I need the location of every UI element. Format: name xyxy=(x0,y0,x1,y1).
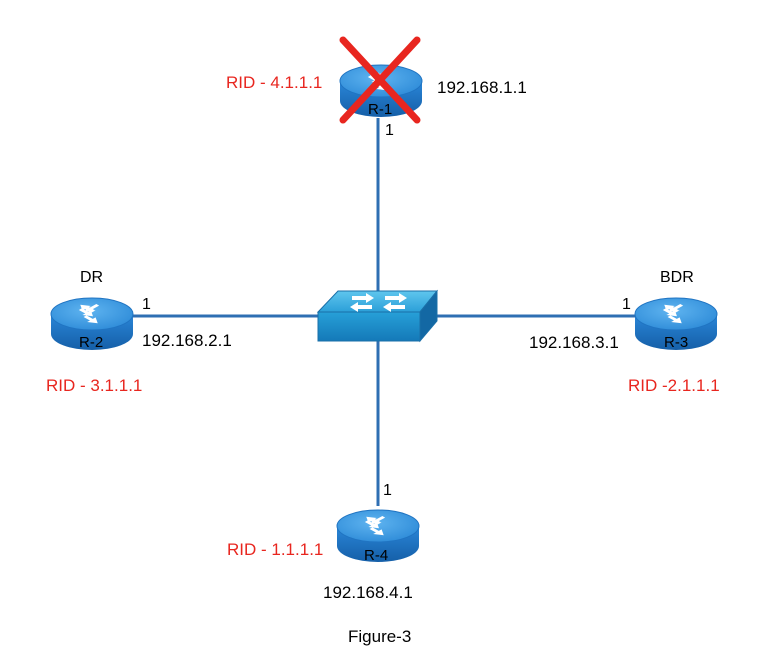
links xyxy=(133,118,635,506)
router-r2-role: DR xyxy=(80,269,104,286)
router-r1-rid: RID - 4.1.1.1 xyxy=(226,73,323,92)
router-r3-ip: 192.168.3.1 xyxy=(529,333,619,352)
failed-x-icon xyxy=(339,36,421,124)
router-r4-rid: RID - 1.1.1.1 xyxy=(227,540,324,559)
router-r2-name: R-2 xyxy=(79,334,104,351)
router-r3-role: BDR xyxy=(660,269,694,286)
router-r3-rid: RID -2.1.1.1 xyxy=(628,376,720,395)
router-r1-name: R-1 xyxy=(368,101,393,118)
router-r2-rid: RID - 3.1.1.1 xyxy=(46,376,143,395)
router-r3-name: R-3 xyxy=(664,334,689,351)
router-r2-port: 1 xyxy=(142,296,151,313)
router-r2-icon xyxy=(50,297,134,350)
router-r2-ip: 192.168.2.1 xyxy=(142,331,232,350)
router-r4-port: 1 xyxy=(383,482,392,499)
router-r4-name: R-4 xyxy=(364,547,389,564)
router-r3-port: 1 xyxy=(622,296,631,313)
router-r4-ip: 192.168.4.1 xyxy=(323,583,413,602)
router-r3-icon xyxy=(634,297,718,350)
switch-icon xyxy=(316,289,439,343)
figure-caption: Figure-3 xyxy=(348,627,412,646)
router-r4-icon xyxy=(336,509,420,562)
router-r1-port: 1 xyxy=(385,122,394,139)
router-r1-ip: 192.168.1.1 xyxy=(437,78,527,97)
